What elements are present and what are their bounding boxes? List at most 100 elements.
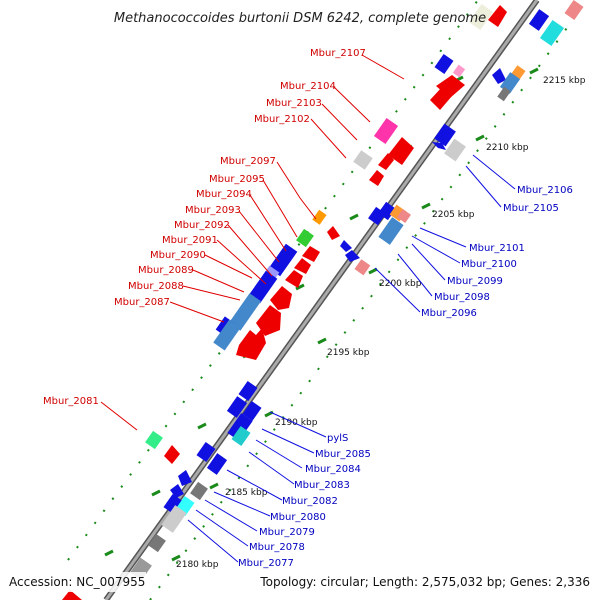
tick-label: 2205 kbp xyxy=(432,210,475,220)
gene-arrow-forward xyxy=(436,75,465,98)
tick-label: 2185 kbp xyxy=(225,488,268,498)
gene-block-salmon xyxy=(397,209,411,223)
footer-summary-bg xyxy=(258,572,596,592)
gene-label-pyls: pylS xyxy=(327,433,348,444)
gene-arrow-forward xyxy=(294,258,311,274)
gene-block-blue xyxy=(268,243,298,277)
gene-block-cyan xyxy=(539,19,565,47)
gene-block-salmon xyxy=(354,259,371,276)
gene-block-salmon xyxy=(564,0,584,20)
gene-block-cyan xyxy=(231,426,251,446)
gene-label-mbur-2099: Mbur_2099 xyxy=(447,276,503,287)
gene-block-steelblue xyxy=(213,319,241,351)
gene-block-blue xyxy=(226,396,248,418)
gene-arrow-reverse xyxy=(432,142,446,150)
gene-label-mbur-2083: Mbur_2083 xyxy=(294,480,350,491)
gene-block-gray xyxy=(161,505,187,533)
gene-block-green xyxy=(145,430,163,450)
gene-label-mbur-2094: Mbur_2094 xyxy=(196,189,252,200)
gene-label-mbur-2088: Mbur_2088 xyxy=(128,281,184,292)
gene-block-blue xyxy=(196,442,216,462)
gene-block-blue xyxy=(248,270,278,304)
gene-arrow-forward xyxy=(302,246,320,262)
gene-label-mbur-2084: Mbur_2084 xyxy=(305,464,361,475)
genome-summary-text: Topology: circular; Length: 2,575,032 bp… xyxy=(259,575,590,589)
gene-label-mbur-2085: Mbur_2085 xyxy=(315,449,371,460)
gene-block-gray xyxy=(190,481,208,501)
gene-label-mbur-2101: Mbur_2101 xyxy=(469,243,525,254)
gene-label-mbur-2093: Mbur_2093 xyxy=(185,205,241,216)
gene-block-blue xyxy=(378,201,396,221)
gene-arrow-reverse xyxy=(345,250,360,262)
gene-arrow-forward xyxy=(369,170,384,186)
gene-arrow-forward xyxy=(164,445,180,464)
gene-arrow-reverse xyxy=(340,240,352,252)
gene-arrow-reverse xyxy=(178,470,192,486)
gene-block-gray xyxy=(353,150,373,170)
gene-label-mbur-2082: Mbur_2082 xyxy=(282,496,338,507)
gene-label-mbur-2077: Mbur_2077 xyxy=(238,558,294,569)
footer-accession-bg xyxy=(6,572,146,592)
gene-label-mbur-2100: Mbur_2100 xyxy=(461,259,517,270)
gene-label-mbur-2092: Mbur_2092 xyxy=(174,220,230,231)
gene-label-mbur-2089: Mbur_2089 xyxy=(138,265,194,276)
gene-arrow-forward xyxy=(236,328,266,360)
gene-arrow-forward xyxy=(488,5,507,27)
gene-block-steelblue xyxy=(228,293,262,331)
gene-label-mbur-2096: Mbur_2096 xyxy=(421,308,477,319)
gene-arrow-forward xyxy=(62,590,82,600)
gene-label-mbur-2103: Mbur_2103 xyxy=(266,98,322,109)
gene-arrow-forward xyxy=(270,286,292,310)
gene-block-green xyxy=(296,228,314,248)
gene-label-mbur-2078: Mbur_2078 xyxy=(249,542,305,553)
gene-label-mbur-2080: Mbur_2080 xyxy=(270,512,326,523)
gene-block-gray xyxy=(497,86,511,102)
forward-genes xyxy=(62,3,507,600)
gene-block-magenta xyxy=(373,117,399,145)
gene-label-mbur-2087: Mbur_2087 xyxy=(114,297,170,308)
tick-label: 2195 kbp xyxy=(327,348,370,358)
tick-label: 2215 kbp xyxy=(543,76,586,86)
gene-label-mbur-2097: Mbur_2097 xyxy=(220,156,276,167)
gene-label-mbur-2091: Mbur_2091 xyxy=(162,235,218,246)
gene-arrow-forward xyxy=(285,270,303,288)
tick-label: 2210 kbp xyxy=(486,143,529,153)
gene-label-mbur-2104: Mbur_2104 xyxy=(280,81,336,92)
map-title: Methanococcoides burtonii DSM 6242, comp… xyxy=(114,11,486,26)
gene-block-blue xyxy=(206,453,228,475)
gene-label-mbur-2105: Mbur_2105 xyxy=(503,203,559,214)
gene-label-mbur-2090: Mbur_2090 xyxy=(150,250,206,261)
tick-label: 2190 kbp xyxy=(275,418,318,428)
gene-block-orange xyxy=(312,209,327,225)
gene-block-blue xyxy=(528,9,550,31)
leader-lines-reverse xyxy=(187,154,516,563)
tick-label: 2200 kbp xyxy=(379,279,422,289)
gene-block-steelblue xyxy=(378,217,404,245)
reverse-genes xyxy=(130,0,584,581)
dotted-guides xyxy=(67,0,581,600)
gene-block-blue xyxy=(434,54,454,74)
gene-block-blue xyxy=(163,494,183,514)
gene-arrow-reverse xyxy=(492,68,506,84)
tick-label: 2180 kbp xyxy=(176,560,219,570)
gene-arrow-forward xyxy=(256,305,281,336)
gene-arrow-forward xyxy=(327,226,340,240)
gene-label-mbur-2079: Mbur_2079 xyxy=(259,527,315,538)
gene-label-mbur-2107: Mbur_2107 xyxy=(310,48,366,59)
gene-block-blue xyxy=(434,123,456,147)
gene-label-mbur-2102: Mbur_2102 xyxy=(254,114,310,125)
gene-block-blue xyxy=(242,401,262,421)
gene-label-mbur-2081: Mbur_2081 xyxy=(43,396,99,407)
gene-block-pink xyxy=(452,64,466,78)
gene-arrow-reverse xyxy=(170,484,184,498)
gene-label-mbur-2095: Mbur_2095 xyxy=(209,174,265,185)
gene-block-blue xyxy=(238,381,258,401)
gene-label-mbur-2098: Mbur_2098 xyxy=(434,292,490,303)
leader-lines-forward xyxy=(100,54,405,431)
gene-arrow-forward xyxy=(388,137,414,165)
gene-arrow-forward xyxy=(378,153,394,170)
gene-label-mbur-2106: Mbur_2106 xyxy=(517,185,573,196)
gene-block-white xyxy=(468,3,494,31)
